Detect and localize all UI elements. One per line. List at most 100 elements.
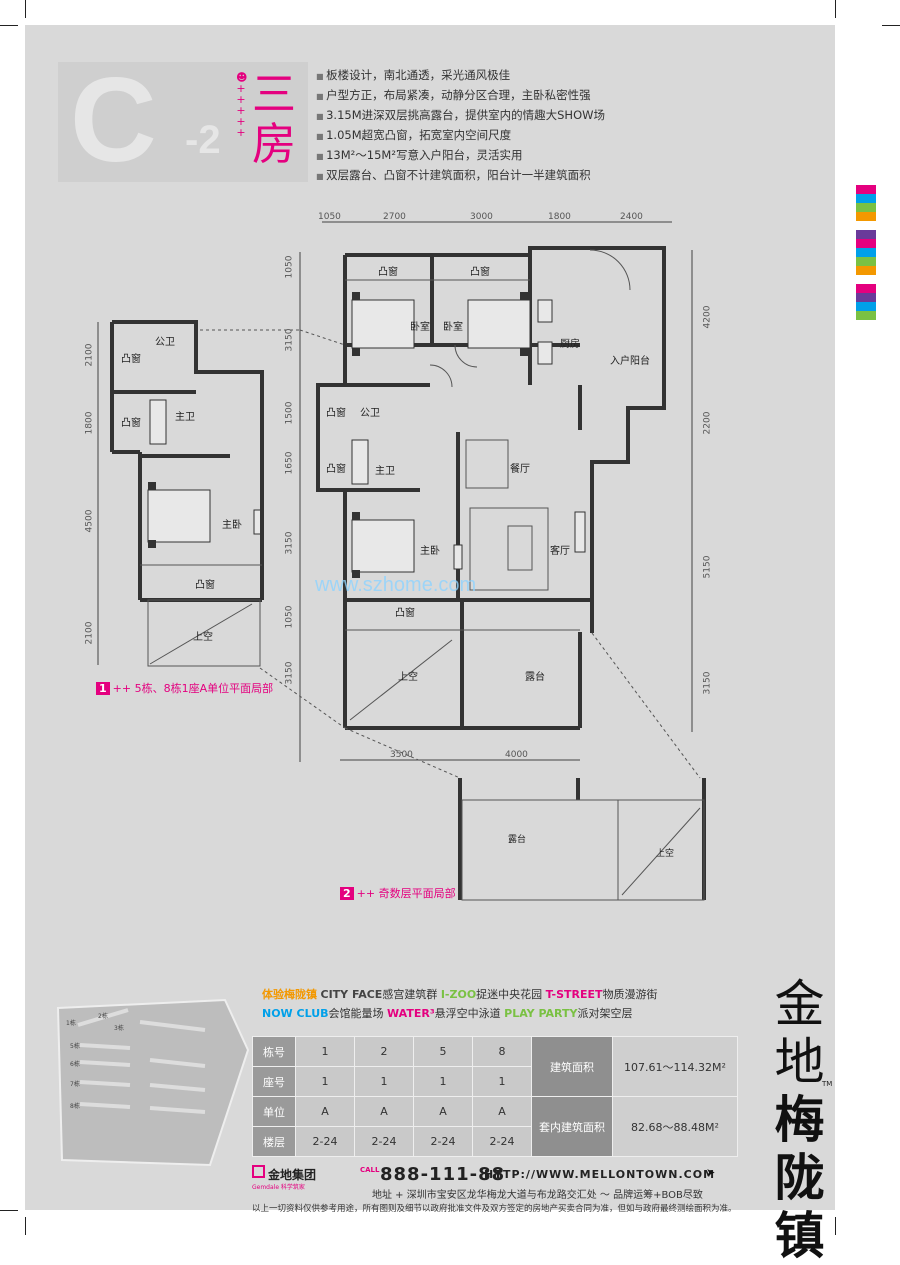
feature-item: 13M²～15M²写意入户阳台，灵活实用 <box>316 146 605 166</box>
table-cell: 5 <box>413 1036 473 1067</box>
dim-bottom-1: 3500 <box>390 750 413 760</box>
tagline-row-1: 体验梅陇镇 CITY FACE感宫建筑群 I-ZOO捉迷中央花园 T-STREE… <box>262 986 658 1002</box>
address: 地址 + 深圳市宝安区龙华梅龙大道与布龙路交汇处 ～ 品牌运筹+BOB尽致 <box>372 1190 703 1201</box>
unit-number: -2 <box>185 118 221 162</box>
dim-top-4: 1800 <box>548 212 571 222</box>
phone-number[interactable]: 888-111-88 <box>380 1164 506 1185</box>
color-strip-segment <box>856 248 876 257</box>
tagline-text: 体验梅陇镇 <box>262 988 317 1001</box>
room-bay-window: 凸窗 <box>470 267 490 278</box>
row-header: 座号 <box>252 1066 296 1097</box>
map-building-label: 6栋 <box>70 1060 80 1068</box>
gemdale-logo-icon <box>252 1165 265 1178</box>
partial-plan-note-2: 2++ 奇数层平面局部 <box>340 885 456 901</box>
room-bay-window: 凸窗 <box>326 464 346 475</box>
color-strip-segment <box>856 194 876 203</box>
room-bedroom: 卧室 <box>410 322 430 333</box>
website-link[interactable]: HTTP://WWW.MELLONTOWN.COM <box>484 1168 716 1181</box>
crop-mark <box>0 25 18 26</box>
room-void: 上空 <box>656 849 675 859</box>
map-building-label: 2栋 <box>98 1012 108 1020</box>
brand-logo: 金 地 梅 陇 镇 <box>772 975 827 1265</box>
disclaimer: 以上一切资料仅供参考用途，所有图则及细节以政府批准文件及双方签定的房地产买卖合同… <box>252 1204 737 1214</box>
feature-item: 3.15M进深双层挑高露台，提供室内的情趣大SHOW场 <box>316 106 605 126</box>
color-strip-segment <box>856 257 876 266</box>
room-master-bath: 主卫 <box>375 466 395 477</box>
table-row: 座号 1 1 1 1 <box>252 1066 738 1097</box>
note-number: 2 <box>340 887 354 900</box>
table-cell: 1 <box>295 1066 355 1097</box>
note-number: 1 <box>96 682 110 695</box>
call-label: CALL <box>360 1166 380 1174</box>
room-living: 客厅 <box>550 546 570 557</box>
color-strip-segment <box>856 284 876 293</box>
crop-mark <box>882 25 900 26</box>
color-strip-segment <box>856 230 876 239</box>
tagline-text: WATER³ <box>387 1007 435 1020</box>
room-bedroom: 卧室 <box>443 322 463 333</box>
map-building-label: 5栋 <box>70 1042 80 1050</box>
map-building-label: 3栋 <box>114 1024 124 1032</box>
crop-mark <box>25 0 26 18</box>
table-cell: A <box>295 1096 355 1127</box>
dim-bottom-2: 4000 <box>505 750 528 760</box>
tagline-text: 感宫建筑群 <box>382 988 438 1001</box>
table-cell: A <box>472 1096 532 1127</box>
table-cell: 2-24 <box>295 1126 355 1157</box>
table-row: 栋号 1 2 5 8 建筑面积 107.61～114.32M² <box>252 1036 738 1097</box>
tagline-text: 会馆能量场 <box>328 1007 384 1020</box>
floor-plan <box>56 221 706 1167</box>
tagline-text: NOW CLUB <box>262 1007 329 1020</box>
table-cell: 8 <box>472 1036 532 1067</box>
tagline-text: T-STREET <box>545 988 603 1001</box>
brand-char: 镇 <box>774 1206 825 1265</box>
color-strip-segment <box>856 302 876 311</box>
crop-mark <box>835 1217 836 1235</box>
feature-item: 1.05M超宽凸窗，拓宽室内空间尺度 <box>316 126 605 146</box>
room-public-bath: 公卫 <box>360 408 380 419</box>
color-strip <box>856 185 876 320</box>
tagline-text: 捉迷中央花园 <box>476 988 543 1001</box>
color-strip-segment <box>856 266 876 275</box>
group-english: Gemdale 科学筑家 <box>252 1184 305 1191</box>
table-cell: A <box>413 1096 473 1127</box>
brand-char: 金 <box>774 975 825 1033</box>
room-master-bath: 主卫 <box>175 412 195 423</box>
plus-decoration-icon: ☻+++++ <box>236 71 248 139</box>
trademark: TM <box>822 1080 833 1088</box>
area-label: 建筑面积 <box>531 1036 613 1097</box>
feature-list: 板楼设计，南北通透，采光通风极佳 户型方正，布局紧凑，动静分区合理，主卧私密性强… <box>316 66 605 186</box>
color-strip-segment <box>856 239 876 248</box>
table-cell: 1 <box>354 1066 414 1097</box>
table-row: 楼层 2-24 2-24 2-24 2-24 <box>252 1126 738 1157</box>
area-value: 82.68～88.48M² <box>612 1096 738 1157</box>
table-cell: 1 <box>295 1036 355 1067</box>
row-header: 单位 <box>252 1096 296 1127</box>
brand-char: 地 <box>774 1033 825 1091</box>
unit-letter: C <box>70 53 157 187</box>
room-public-bath: 公卫 <box>155 337 175 348</box>
map-building-label: 1栋 <box>66 1019 76 1027</box>
brand-char: 陇 <box>774 1148 825 1207</box>
tagline-text: CITY FACE <box>320 988 383 1001</box>
table-cell: 2-24 <box>354 1126 414 1157</box>
tagline-text: 悬浮空中泳道 <box>434 1007 501 1020</box>
room-master-bedroom: 主卧 <box>222 520 242 531</box>
table-cell: 2-24 <box>472 1126 532 1157</box>
room-bay-window: 凸窗 <box>121 418 141 429</box>
color-strip-segment <box>856 203 876 212</box>
color-strip-segment <box>856 185 876 194</box>
room-dining: 餐厅 <box>510 464 530 475</box>
note-text: 5栋、8栋1座A单位平面局部 <box>134 682 274 695</box>
table-cell: 2 <box>354 1036 414 1067</box>
partial-plan-note-1: 1++ 5栋、8栋1座A单位平面局部 <box>96 680 273 696</box>
color-strip-segment <box>856 275 876 284</box>
row-header: 栋号 <box>252 1036 296 1067</box>
room-kitchen: 厨房 <box>560 339 580 350</box>
row-header: 楼层 <box>252 1126 296 1157</box>
tagline-row-2: NOW CLUB会馆能量场 WATER³悬浮空中泳道 PLAY PARTY派对架… <box>262 1005 632 1021</box>
color-strip-segment <box>856 212 876 221</box>
dim-top-3: 3000 <box>470 212 493 222</box>
room-master-bedroom: 主卧 <box>420 546 440 557</box>
site-map-labels: 1栋 2栋 3栋 5栋 6栋 7栋 8栋 <box>66 1012 124 1110</box>
